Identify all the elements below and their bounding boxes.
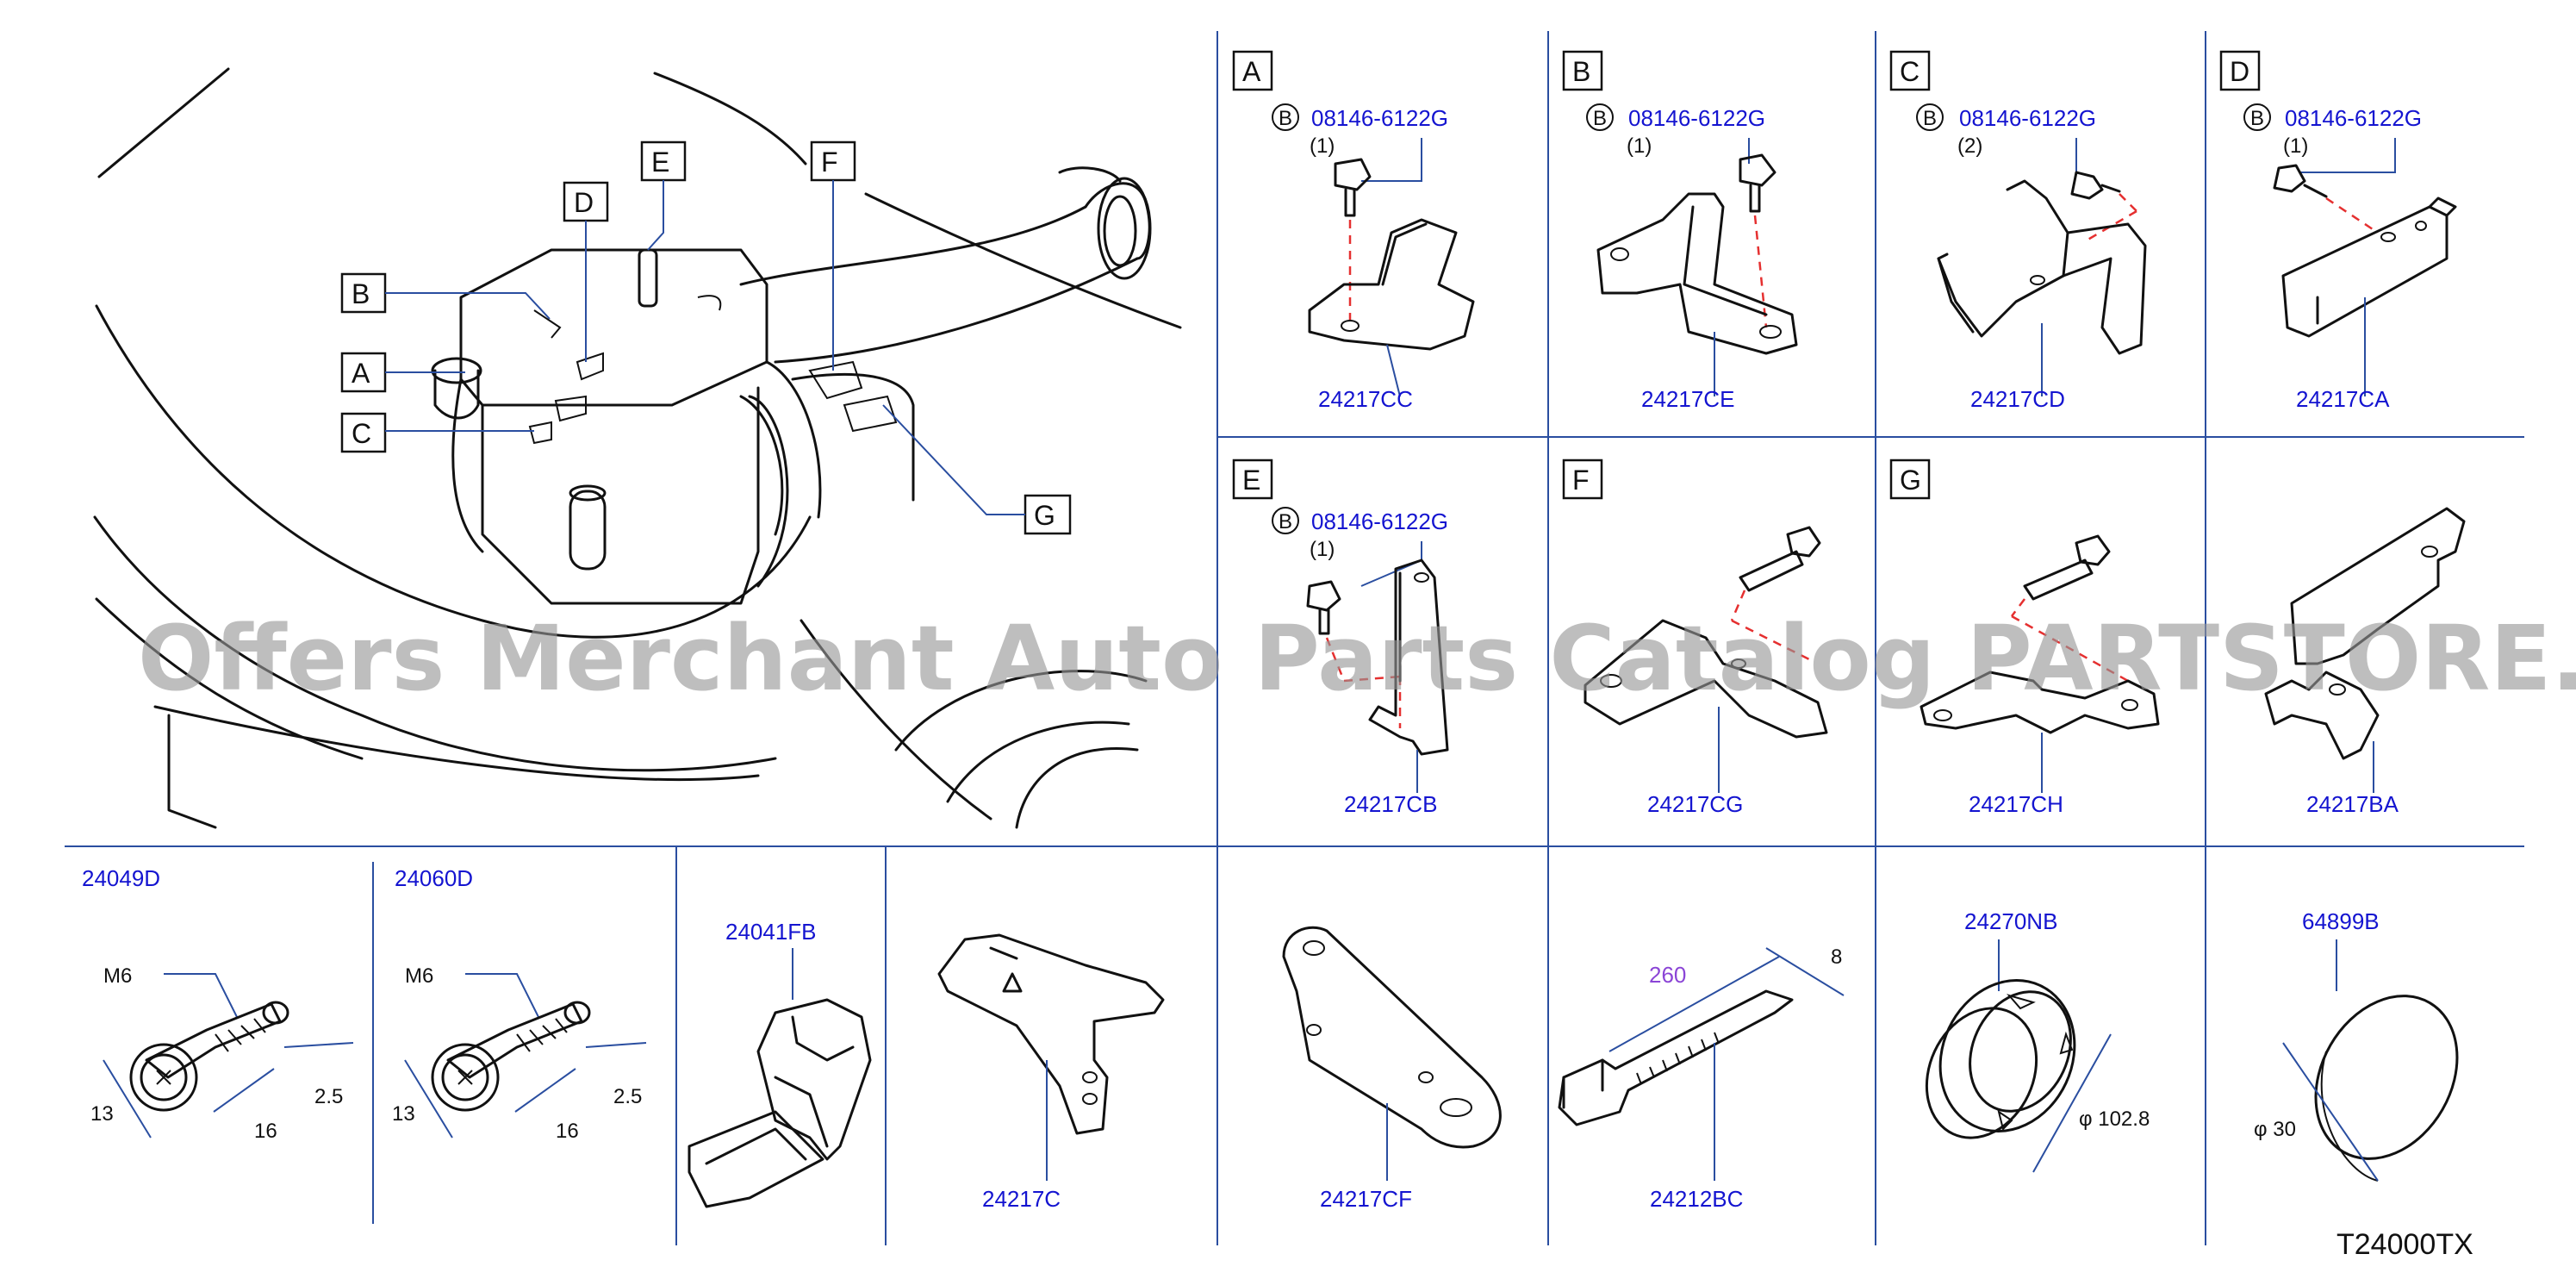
panel-b-bolt-code: B	[1593, 107, 1607, 130]
bolt2-part: 24060D	[395, 865, 473, 891]
plug-64899b: 64899B φ 30	[2254, 908, 2459, 1182]
reference-code: T24000TX	[2336, 1228, 2473, 1261]
callout-d: D	[574, 187, 594, 218]
panel-a-qty: (1)	[1310, 134, 1335, 158]
panel-h-part: 24217BA	[2306, 791, 2399, 817]
tie-24212bc: 260 8 24212BC	[1558, 945, 1845, 1212]
panel-d-letter: D	[2230, 56, 2249, 87]
panel-e-part: 24217CB	[1344, 791, 1437, 817]
panel-f: F 24217CG	[1562, 459, 1828, 817]
panel-d-bolt-code: B	[2250, 107, 2264, 130]
panel-g: G 24217CH	[1889, 459, 2160, 817]
panel-a-letter: A	[1242, 56, 1261, 87]
panel-a: A B 08146-6122G (1) 24217CC	[1232, 50, 1475, 412]
bolt2-dim-b: 16	[556, 1120, 579, 1143]
bolt-24049d: 24049D M6 13 16 2.5	[82, 865, 354, 1143]
bolt2-dim-a: 13	[392, 1102, 415, 1126]
panel-c-letter: C	[1900, 56, 1920, 87]
grommet-24270nb: 24270NB φ 102.8	[1925, 908, 2150, 1173]
bolt1-thread: M6	[103, 964, 132, 988]
callout-f: F	[821, 147, 838, 178]
callout-b: B	[352, 278, 370, 309]
panel-f-part: 24217CG	[1647, 791, 1743, 817]
grommet-part: 24270NB	[1964, 908, 2057, 934]
callout-a: A	[352, 358, 370, 389]
bracket-24217cf: 24217CF	[1282, 926, 1502, 1212]
panel-a-bolt-part: 08146-6122G	[1311, 105, 1448, 131]
plug-part: 64899B	[2302, 908, 2380, 934]
bracket-c-part: 24217C	[982, 1186, 1061, 1212]
bolt2-thread: M6	[405, 964, 433, 988]
panel-a-bolt-code: B	[1279, 107, 1292, 130]
panel-e-bolt-code: B	[1279, 510, 1292, 533]
tie-width: 8	[1831, 945, 1842, 969]
clip-part: 24041FB	[725, 919, 817, 945]
grid-lines	[65, 31, 2524, 1245]
panel-b-letter: B	[1572, 56, 1590, 87]
panel-b-bolt-part: 08146-6122G	[1628, 105, 1765, 131]
panel-e-qty: (1)	[1310, 538, 1335, 561]
panel-d: D B 08146-6122G (1) 24217CA	[2219, 50, 2457, 412]
callout-e: E	[651, 147, 669, 178]
panel-d-qty: (1)	[2283, 134, 2308, 158]
engine-overview	[93, 67, 1182, 829]
bracket-cf-part: 24217CF	[1320, 1186, 1412, 1212]
tie-part: 24212BC	[1650, 1186, 1743, 1212]
callout-c: C	[352, 418, 371, 449]
bolt2-dim-c: 2.5	[613, 1085, 642, 1108]
panel-c-qty: (2)	[1957, 134, 1982, 158]
bolt1-part: 24049D	[82, 865, 160, 891]
clip-24041fb: 24041FB	[688, 919, 872, 1208]
panel-e-bolt-part: 08146-6122G	[1311, 508, 1448, 534]
panel-b: B B 08146-6122G (1) 24217CE	[1562, 50, 1798, 412]
overview-callouts: B A C D E F G	[340, 140, 1072, 535]
panel-c-bolt-part: 08146-6122G	[1959, 105, 2096, 131]
bracket-24217c: 24217C	[937, 933, 1165, 1212]
bolt1-dim-c: 2.5	[314, 1085, 343, 1108]
panel-b-qty: (1)	[1627, 134, 1652, 158]
grommet-dia: φ 102.8	[2079, 1107, 2150, 1131]
bolt1-dim-a: 13	[90, 1102, 114, 1126]
bolt-24060d: 24060D M6 13 16 2.5	[392, 865, 647, 1143]
panel-c-bolt-code: B	[1923, 107, 1937, 130]
panel-g-letter: G	[1900, 465, 1921, 496]
bolt1-dim-b: 16	[254, 1120, 277, 1143]
watermark: Offers Merchant Auto Parts Catalog PARTS…	[138, 606, 2576, 711]
callout-g: G	[1034, 500, 1055, 531]
plug-dia: φ 30	[2254, 1118, 2296, 1141]
panel-d-bolt-part: 08146-6122G	[2285, 105, 2422, 131]
panel-g-part: 24217CH	[1969, 791, 2063, 817]
panel-d-part: 24217CA	[2296, 386, 2390, 412]
panel-e-letter: E	[1242, 465, 1260, 496]
panel-e: E B 08146-6122G (1) 24217CB	[1232, 459, 1449, 817]
panel-a-part: 24217CC	[1318, 386, 1413, 412]
panel-b-part: 24217CE	[1641, 386, 1734, 412]
tie-length: 260	[1649, 962, 1686, 988]
panel-f-letter: F	[1572, 465, 1590, 496]
panel-h: 24217BA	[2264, 507, 2466, 817]
panel-c: C B 08146-6122G (2) 24217CD	[1889, 50, 2147, 412]
panel-c-part: 24217CD	[1970, 386, 2065, 412]
